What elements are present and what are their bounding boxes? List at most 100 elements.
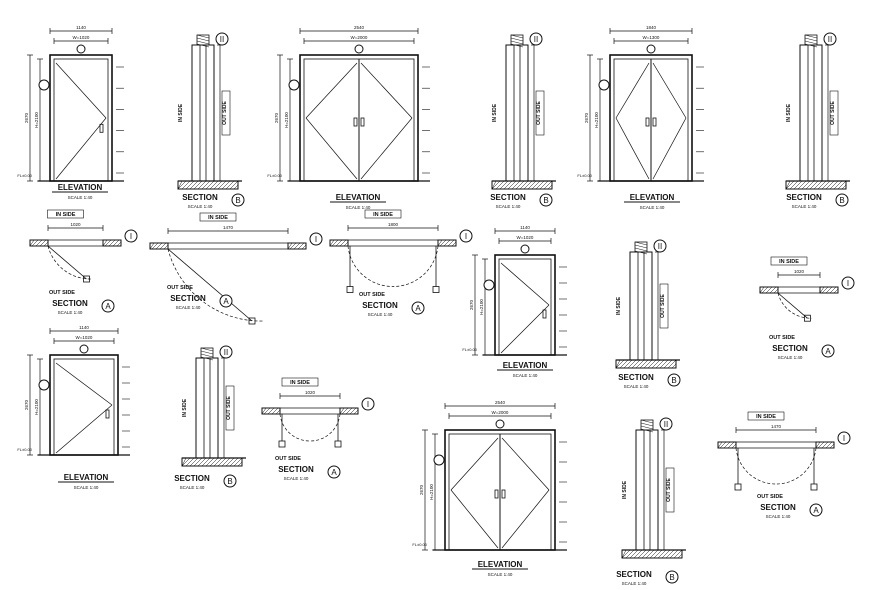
marker-marker_i: I xyxy=(315,235,317,244)
drawing-rect xyxy=(334,440,342,448)
dimension-text: 1140 xyxy=(520,225,530,230)
drawing-line xyxy=(287,242,293,250)
marker-circle xyxy=(215,32,229,46)
drawing-rect xyxy=(200,347,214,359)
scale-text: SCALE 1:40 xyxy=(640,205,665,210)
section-title: SECTION xyxy=(772,344,808,353)
drawing-rect xyxy=(810,483,818,491)
drawing-line xyxy=(196,40,210,45)
marker-circle xyxy=(646,44,656,54)
drawing-line xyxy=(189,457,199,467)
drawing-line xyxy=(819,286,825,294)
marker-marker_ii: II xyxy=(828,35,832,44)
drawing-line xyxy=(765,286,773,294)
in-side-label: IN SIDE xyxy=(786,103,792,122)
drawing-rect xyxy=(505,44,529,182)
drawing-line xyxy=(640,428,654,433)
drawing-line xyxy=(205,457,215,467)
drawing-line xyxy=(305,62,358,119)
drawing-rect xyxy=(432,286,440,293)
drawing-line xyxy=(817,441,825,449)
drawing-rect xyxy=(665,467,675,513)
drawing-line xyxy=(510,34,524,39)
drawing-line xyxy=(625,549,635,559)
drawing-line xyxy=(825,180,835,190)
drawing-rect xyxy=(770,256,808,266)
door-swing-arc xyxy=(392,245,439,287)
drawing-rect xyxy=(542,309,547,319)
drawing-rect xyxy=(829,90,839,136)
drawing-line xyxy=(185,180,195,190)
drawing-line xyxy=(821,286,829,294)
drawing-line xyxy=(769,286,777,294)
marker-marker_ii: II xyxy=(534,35,538,44)
dimension-text: 1470 xyxy=(223,225,234,230)
drawing-line xyxy=(200,347,214,352)
drawing-line xyxy=(671,363,677,369)
dimension-text: 2670 xyxy=(24,399,29,410)
drawing-line xyxy=(35,239,43,247)
scale-text: SCALE 1:40 xyxy=(74,485,99,490)
out-side-label: OUT SIDE xyxy=(167,285,193,291)
drawing-line xyxy=(293,242,301,250)
drawing-line xyxy=(510,43,524,48)
drawing-line xyxy=(197,457,207,467)
out-side-label: OUT SIDE xyxy=(222,101,228,125)
drawing-rect xyxy=(83,275,90,283)
drawing-line xyxy=(155,242,163,250)
drawing-line xyxy=(181,457,187,467)
drawing-line xyxy=(651,359,661,369)
dimension-text: W=2000 xyxy=(492,410,509,415)
in-side-label: IN SIDE xyxy=(178,103,184,122)
drawing-line xyxy=(345,407,353,415)
drawing-rect xyxy=(105,409,110,419)
section-title: SECTION xyxy=(618,373,654,382)
scale-text: SCALE 1:40 xyxy=(778,355,803,360)
drawing-rect xyxy=(278,440,286,448)
section-title: SECTION xyxy=(362,301,398,310)
marker-marker_b: B xyxy=(227,477,232,486)
marker-circle xyxy=(665,570,679,584)
drawing-line xyxy=(167,248,253,322)
linework xyxy=(27,28,855,584)
drawing-line xyxy=(829,180,839,190)
drawing-rect xyxy=(281,377,319,387)
ffl-label: FL±0.00 xyxy=(412,542,427,547)
drawing-line xyxy=(511,180,521,190)
drawing-line xyxy=(196,43,210,48)
out-side-label: OUT SIDE xyxy=(769,335,795,341)
scale-text: SCALE 1:40 xyxy=(188,204,213,209)
drawing-rect xyxy=(353,117,358,127)
drawing-line xyxy=(200,353,214,358)
ffl-label: FL±0.00 xyxy=(17,173,32,178)
marker-marker_i: I xyxy=(367,400,369,409)
drawing-line xyxy=(104,239,112,247)
drawing-line xyxy=(615,359,625,369)
marker-marker_b: B xyxy=(669,573,674,582)
section-title: SECTION xyxy=(490,193,526,202)
section-title: SECTION xyxy=(52,299,88,308)
marker-marker_ii: II xyxy=(224,348,228,357)
marker-circle xyxy=(459,229,473,243)
drawing-line xyxy=(437,239,443,247)
drawing-line xyxy=(301,244,307,250)
drawing-line xyxy=(335,239,343,247)
in-side-label: IN SIDE xyxy=(492,103,498,122)
elevation-title: ELEVATION xyxy=(336,193,381,202)
drawing-line xyxy=(837,180,847,190)
drawing-line xyxy=(804,43,818,48)
section-title: SECTION xyxy=(760,503,796,512)
drawing-line xyxy=(841,184,847,190)
scale-text: SCALE 1:40 xyxy=(284,476,309,481)
dimension-text: 1020 xyxy=(305,390,316,395)
drawing-rect xyxy=(49,354,119,456)
drawing-line xyxy=(777,292,808,319)
dimension-text: H=2100 xyxy=(284,112,289,128)
ffl-label: FL±0.00 xyxy=(267,173,282,178)
marker-circle xyxy=(327,465,341,479)
drawing-line xyxy=(201,457,211,467)
scale-text: SCALE 1:40 xyxy=(622,581,647,585)
marker-circle xyxy=(659,417,673,431)
marker-marker_a: A xyxy=(105,302,111,311)
drawing-line xyxy=(655,359,665,369)
